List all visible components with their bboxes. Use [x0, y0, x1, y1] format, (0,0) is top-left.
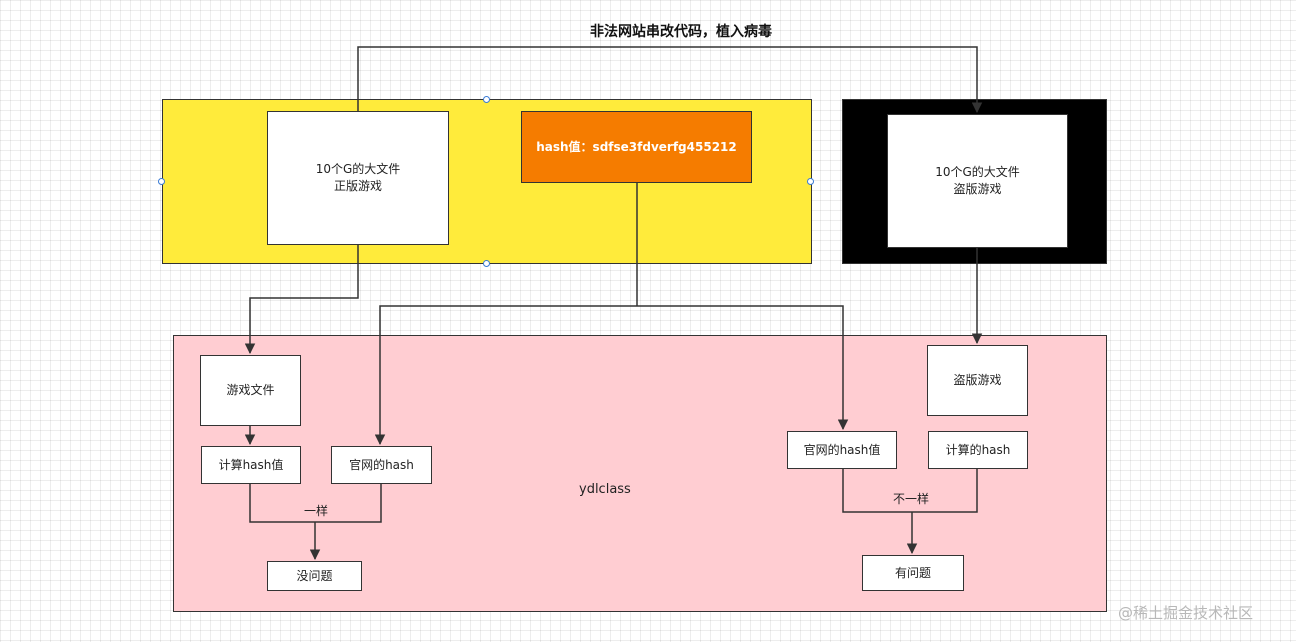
edge-right-compare: [842, 469, 978, 513]
edge-hash-to-official-hash: [374, 305, 637, 446]
original-file-line-1: 10个G的大文件: [315, 162, 401, 176]
diagram-title: 非法网站串改代码，植入病毒: [590, 24, 772, 40]
has-problem-text: 有问题: [894, 565, 931, 580]
selection-handle-right[interactable]: [807, 178, 814, 185]
edge-tamper: [357, 46, 983, 114]
no-problem-text: 没问题: [296, 568, 333, 583]
edge-left-compare: [249, 484, 382, 523]
watermark: @稀土掘金技术社区: [1118, 604, 1254, 622]
compute-hash-box[interactable]: 计算hash值: [201, 446, 301, 484]
pirate-file-line-2: 盗版游戏: [953, 182, 1002, 196]
selection-handle-bottom[interactable]: [483, 260, 490, 267]
official-hash-text: 官网的hash: [349, 457, 414, 472]
original-game-file-box[interactable]: 10个G的大文件 正版游戏: [267, 111, 449, 245]
different-label: 不一样: [893, 492, 930, 506]
original-file-line-2: 正版游戏: [333, 179, 382, 193]
compute-hash-text: 计算hash值: [218, 457, 284, 472]
edge-hash-to-official-hash-value: [637, 305, 849, 431]
game-file-text: 游戏文件: [226, 383, 275, 397]
same-label: 一样: [304, 504, 329, 518]
has-problem-box[interactable]: 有问题: [862, 555, 964, 591]
official-hash-value-box[interactable]: 官网的hash值: [787, 431, 897, 469]
hash-value-text: hash值：sdfse3fdverfg455212: [536, 139, 737, 154]
no-problem-box[interactable]: 没问题: [267, 561, 362, 591]
pirate-game-text: 盗版游戏: [953, 373, 1002, 387]
pirate-game-file-box[interactable]: 10个G的大文件 盗版游戏: [887, 114, 1068, 248]
pirate-game-box[interactable]: 盗版游戏: [927, 345, 1028, 416]
edge-original-to-game-file: [244, 245, 359, 355]
official-hash-value-text: 官网的hash值: [803, 442, 881, 457]
game-file-box[interactable]: 游戏文件: [200, 355, 301, 426]
ydlclass-label: ydlclass: [579, 482, 631, 497]
pirate-file-line-1: 10个G的大文件: [935, 165, 1020, 179]
selection-handle-top[interactable]: [483, 96, 490, 103]
selection-handle-left[interactable]: [158, 178, 165, 185]
official-hash-box[interactable]: 官网的hash: [331, 446, 432, 484]
computed-hash-text: 计算的hash: [945, 442, 1011, 457]
hash-value-box[interactable]: hash值：sdfse3fdverfg455212: [521, 111, 752, 183]
computed-hash-box[interactable]: 计算的hash: [928, 431, 1028, 469]
